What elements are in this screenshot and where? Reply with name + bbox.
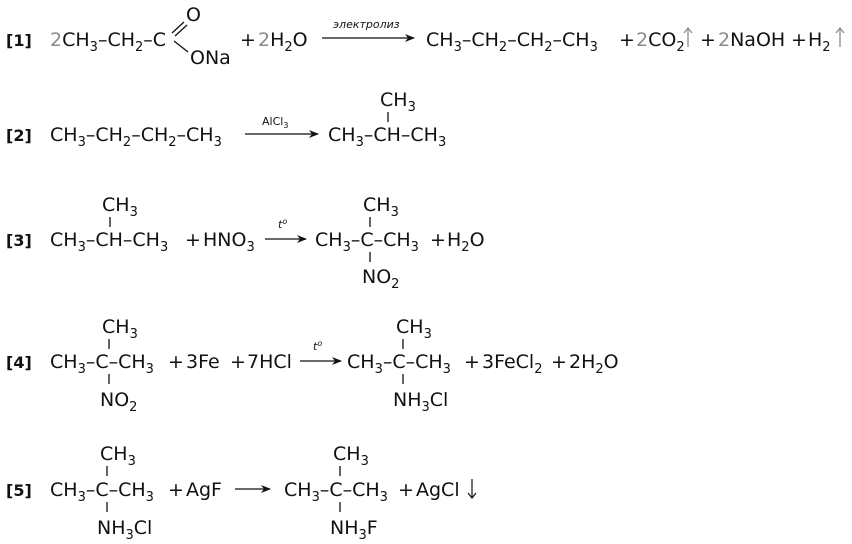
iron: 3Fe (186, 351, 220, 373)
plus: + (230, 351, 246, 373)
isobutane: CH3–CH–CH3 (328, 124, 446, 150)
silver-fluoride: AgF (186, 479, 222, 501)
reaction-1-label: [1] (6, 31, 32, 50)
nitro-isobutane: CH3–C–CH3 (315, 229, 419, 255)
methyl-branch: CH3 (102, 316, 138, 342)
ammonium-fluoride-isobutane: CH3–C–CH3 (284, 479, 388, 505)
plus: + (791, 29, 807, 51)
electrolysis-condition: электролиз (333, 18, 400, 31)
oxygen-sodium: ONa (190, 47, 231, 69)
isobutane: CH3–CH–CH3 (50, 229, 168, 255)
ammonium-chloride-group: NH3Cl (393, 389, 448, 415)
reaction-4: [4] CH3 CH3–C–CH3 NO2 + 3Fe + 7HCl to CH… (6, 316, 619, 415)
methyl-branch: CH3 (100, 443, 136, 469)
nitro-group: NO2 (100, 389, 137, 415)
carbonyl-bond-2 (174, 24, 188, 37)
methyl-branch: CH3 (380, 89, 416, 115)
ammonium-chloride-group: NH3Cl (97, 517, 152, 543)
plus: + (619, 29, 635, 51)
methyl-branch: CH3 (396, 316, 432, 342)
carbonyl-bond-1 (171, 21, 185, 34)
water: 2H2O (258, 29, 308, 55)
nitro-isobutane: CH3–C–CH3 (50, 351, 154, 377)
plus: + (464, 351, 480, 373)
iron-ii-chloride: 3FeCl2 (482, 351, 543, 377)
reaction-3: [3] CH3 CH3–CH–CH3 + HNO3 to CH3 CH3–C–C… (6, 194, 485, 292)
silver-chloride: AgCl (416, 479, 460, 501)
plus: + (240, 29, 256, 51)
reaction-2-label: [2] (6, 126, 32, 145)
hydrochloric-acid: 7HCl (247, 351, 292, 373)
butane: CH3–CH2–CH2–CH3 (426, 29, 598, 55)
reaction-5: [5] CH3 CH3–C–CH3 NH3Cl + AgF CH3 CH3–C–… (6, 443, 477, 543)
reaction-3-label: [3] (6, 231, 32, 250)
heating-condition: to (278, 217, 287, 231)
precipitate-arrow-icon (467, 479, 477, 499)
ammonium-isobutane: CH3–C–CH3 (347, 351, 451, 377)
plus: + (398, 479, 414, 501)
carbon-dioxide: 2CO2 (636, 29, 685, 55)
methyl-branch: CH3 (363, 194, 399, 220)
plus: + (430, 229, 446, 251)
methyl-branch: CH3 (333, 443, 369, 469)
plus: + (185, 229, 201, 251)
gas-evolution-arrow-icon (683, 26, 693, 47)
reaction-1: [1] 2CH3–CH2–C O ONa + 2H2O электролиз C… (6, 4, 845, 69)
reaction-4-label: [4] (6, 353, 32, 372)
heating-condition: to (313, 339, 322, 353)
n-butane: CH3–CH2–CH2–CH3 (50, 124, 222, 150)
gas-evolution-arrow-icon (835, 26, 845, 47)
plus: + (168, 351, 184, 373)
reaction-2: [2] CH3–CH2–CH2–CH3 AlCl3 CH3 CH3–CH–CH3 (6, 89, 446, 150)
plus: + (168, 479, 184, 501)
carbonyl-oxygen: O (186, 4, 201, 26)
nitro-group: NO2 (362, 266, 399, 292)
plus: + (551, 351, 567, 373)
plus: + (700, 29, 716, 51)
water: 2H2O (569, 351, 619, 377)
methyl-branch: CH3 (102, 194, 138, 220)
aluminium-chloride-condition: AlCl3 (262, 115, 288, 130)
reaction-5-label: [5] (6, 481, 32, 500)
sodium-hydroxide: 2NaOH (718, 29, 785, 51)
hydrogen: H2 (808, 29, 831, 55)
water: H2O (447, 229, 485, 255)
nitric-acid: HNO3 (203, 229, 255, 255)
sodium-propanoate: 2CH3–CH2–C (50, 29, 166, 55)
ammonium-isobutane: CH3–C–CH3 (50, 479, 154, 505)
ammonium-fluoride-group: NH3F (330, 517, 378, 543)
c-o-bond (173, 40, 189, 53)
